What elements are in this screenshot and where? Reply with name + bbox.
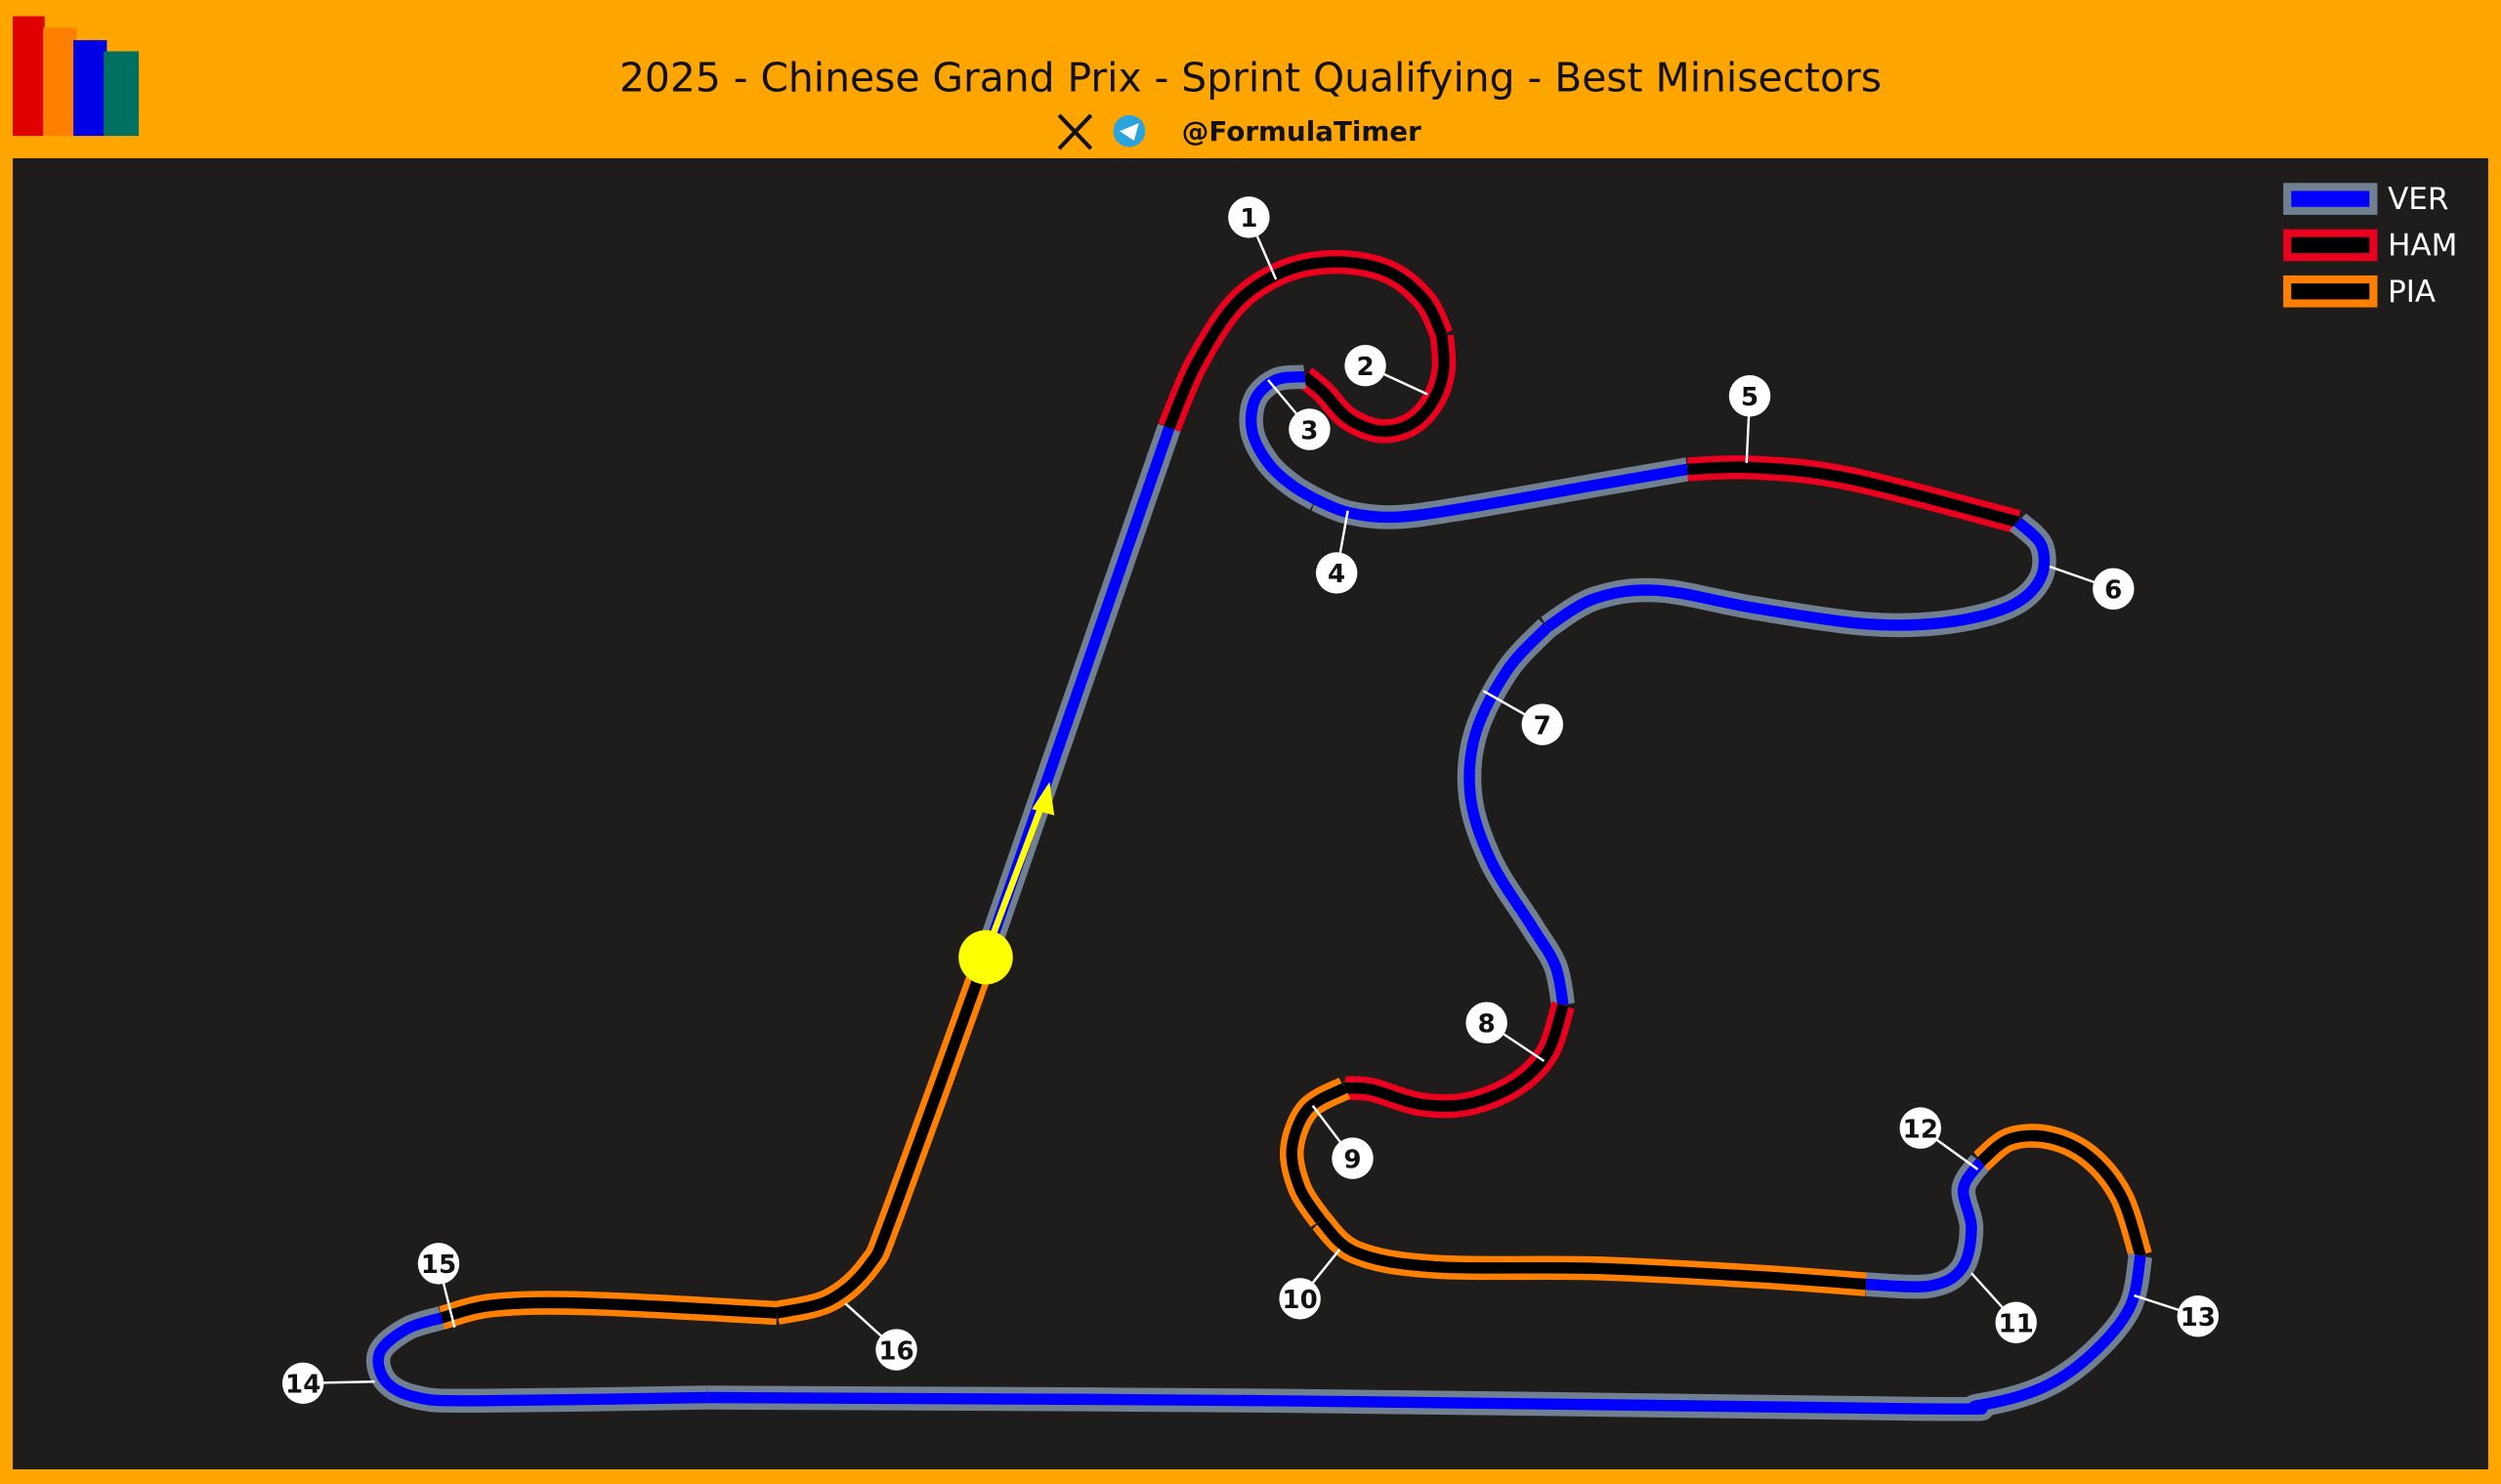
minisector-number: 2 (1356, 353, 1374, 382)
minisector-number: 13 (2181, 1303, 2216, 1333)
minisector-segment-16 (774, 953, 997, 1325)
minisector-label: 13 (2134, 1293, 2220, 1337)
legend-label: PIA (2388, 275, 2436, 310)
minisector-number: 7 (1534, 711, 1551, 741)
minisector-segment-5 (1686, 454, 2021, 534)
track (365, 249, 2153, 1421)
minisector-label: 3 (1267, 379, 1331, 450)
legend-label: HAM (2388, 229, 2457, 264)
minisector-segment-12 (1972, 1124, 2152, 1259)
minisector-number: 8 (1478, 1010, 1496, 1039)
minisector-segment-9 (1279, 1077, 1351, 1228)
minisector-number: 6 (2104, 576, 2122, 606)
label-badge (1279, 1278, 1321, 1320)
minisector-label: 5 (1728, 374, 1771, 463)
telegram-icon[interactable] (1113, 114, 1146, 148)
map-panel (13, 157, 2488, 1469)
minisector-label: 14 (281, 1362, 375, 1405)
minisector-segment-6 (1540, 513, 2056, 638)
label-badge (2093, 568, 2135, 610)
minisector-label: 10 (1279, 1248, 1341, 1320)
minisector-segment-3 (1239, 364, 1323, 510)
minisector-segment-11 (1865, 1154, 1992, 1299)
minisector-label: 11 (1971, 1272, 2037, 1344)
minisector-segment-2 (1296, 334, 1457, 444)
minisector-label: 15 (417, 1243, 460, 1328)
minisector-number: 5 (1741, 383, 1759, 412)
legend-item-ham: HAM (2283, 229, 2457, 264)
minisector-label: 9 (1311, 1105, 1374, 1179)
minisector-segment-10 (1311, 1211, 1868, 1296)
logo (13, 16, 140, 137)
minisector-label: 6 (2049, 565, 2135, 610)
minisector-segment-15 (438, 1291, 778, 1330)
label-badge (1315, 552, 1358, 594)
arrow-head-icon (1032, 782, 1055, 816)
start-marker (958, 782, 1055, 985)
minisector-label: 1 (1228, 196, 1278, 280)
direction-arrow (987, 804, 1045, 943)
label-badge (1995, 1301, 2037, 1344)
minisector-segment-14 (365, 1306, 707, 1414)
minisector-label: 7 (1482, 690, 1563, 745)
label-badge (875, 1329, 917, 1371)
label-badge (1228, 196, 1270, 238)
page-title: 2025 - Chinese Grand Prix - Sprint Quali… (619, 54, 1882, 101)
minisector-number: 12 (1903, 1115, 1938, 1144)
minisector-number: 15 (421, 1251, 456, 1280)
start-finish-dot (958, 930, 1013, 985)
minisector-number: 4 (1328, 560, 1345, 589)
minisector-segment-8 (1343, 1001, 1575, 1119)
minisector-number: 11 (1999, 1310, 2034, 1339)
minisector-number: 3 (1300, 416, 1318, 445)
label-badge (1899, 1107, 1941, 1149)
minisector-label: 16 (844, 1302, 917, 1371)
minisector-number: 9 (1343, 1145, 1361, 1174)
label-badge (1289, 408, 1331, 450)
social-handle: @FormulaTimer (1182, 115, 1421, 148)
minisector-number: 10 (1282, 1286, 1317, 1315)
minisector-segment-7 (1457, 618, 1576, 1008)
legend-swatch (2283, 229, 2378, 262)
legend-label: VER (2388, 182, 2448, 217)
minisector-label: 12 (1899, 1107, 1979, 1171)
minisector-label: 8 (1465, 1001, 1546, 1063)
x-icon[interactable] (1057, 113, 1093, 150)
minisector-segment-1 (1158, 249, 1454, 433)
legend-item-pia: PIA (2283, 275, 2436, 310)
label-badge (1332, 1137, 1374, 1179)
label-badge (1728, 374, 1771, 417)
label-badge (281, 1362, 324, 1405)
label-badge (2177, 1295, 2220, 1337)
minisector-segment-13 (706, 1252, 2153, 1421)
label-badge (1465, 1001, 1507, 1044)
minisector-number: 1 (1240, 204, 1257, 233)
legend: VER HAM PIA (2283, 182, 2457, 310)
minisector-label: 4 (1315, 510, 1358, 594)
label-badge (417, 1243, 460, 1285)
minisector-number: 16 (878, 1336, 913, 1366)
minisector-label: 2 (1344, 344, 1428, 396)
label-badge (1521, 703, 1563, 745)
minisector-number: 14 (285, 1371, 320, 1400)
label-badge (1344, 344, 1386, 387)
legend-swatch (2283, 183, 2378, 215)
legend-swatch (2283, 275, 2378, 308)
legend-item-ver: VER (2283, 182, 2448, 217)
